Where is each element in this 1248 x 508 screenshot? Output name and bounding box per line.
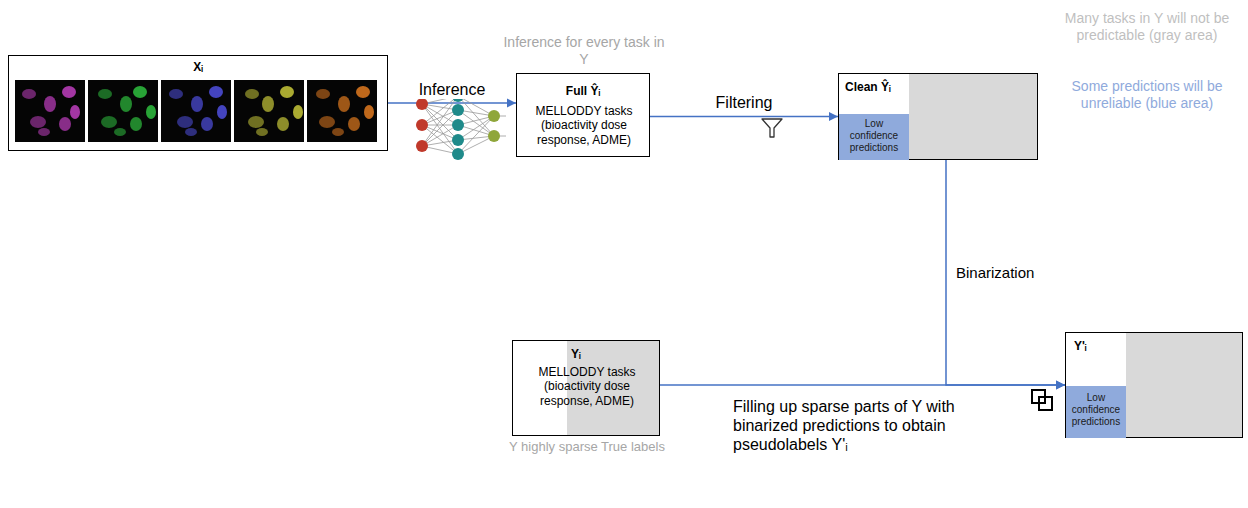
node-text: Full Ŷᵢ xyxy=(517,84,649,98)
microscopy-image-strip xyxy=(15,80,381,142)
node-text: Low confidence predictions xyxy=(1068,392,1124,428)
note-text: Many tasks in Y will not be predictable … xyxy=(1052,10,1242,44)
matrix-box: Y'ᵢLow confidence predictions xyxy=(1065,332,1243,438)
node-text: Y'ᵢ xyxy=(1074,339,1087,353)
node-text: MELLODDY tasks (bioactivity dose respons… xyxy=(519,365,655,408)
neural-network-icon xyxy=(408,88,512,162)
edge-label: Inference xyxy=(419,80,486,99)
node-text: Low confidence predictions xyxy=(841,118,907,154)
matrix-box: Xᵢ xyxy=(8,55,388,151)
filter-funnel-icon xyxy=(760,116,784,140)
edge-label: Filling up sparse parts of Y with binari… xyxy=(733,397,968,455)
node-text: Yᵢ xyxy=(571,347,581,361)
matrix-box: Inference for every task in YFull ŶᵢMELL… xyxy=(516,73,650,157)
flow-arrow xyxy=(946,160,1065,390)
node-text: Y highly sparse True labels xyxy=(503,439,671,455)
edge-label: Binarization xyxy=(956,264,1034,282)
node-text: MELLODDY tasks (bioactivity dose respons… xyxy=(523,104,645,147)
node-text: Clean Ŷᵢ xyxy=(845,80,891,94)
matrix-box: Clean Ŷᵢ Low confidence predictions xyxy=(838,73,1038,160)
edge-label: Filtering xyxy=(716,93,773,112)
note-text: Some predictions will be unreliable (blu… xyxy=(1052,78,1242,112)
node-text: Xᵢ xyxy=(9,60,387,74)
flow-arrow xyxy=(388,99,516,108)
low-confidence-region: Low confidence predictions xyxy=(1066,386,1126,438)
matrix-box: YᵢMELLODDY tasks (bioactivity dose respo… xyxy=(512,340,660,436)
flow-arrow xyxy=(650,112,838,121)
low-confidence-region: Low confidence predictions xyxy=(839,114,909,160)
overlap-icon xyxy=(1030,388,1054,412)
node-text: Inference for every task in Y xyxy=(497,34,671,68)
flow-arrow xyxy=(660,381,1065,390)
